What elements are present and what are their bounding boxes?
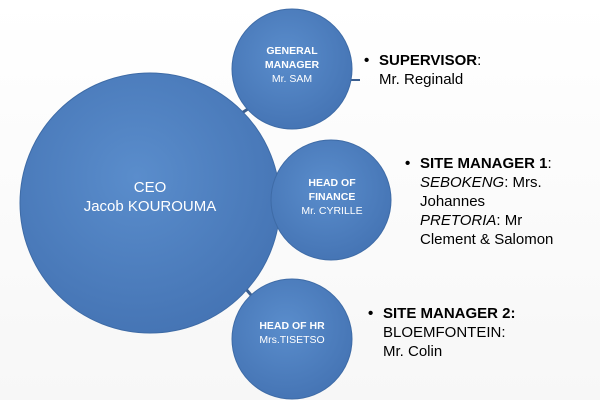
supervisor-name: Mr. Reginald bbox=[379, 71, 464, 88]
supervisor-heading: SUPERVISOR bbox=[379, 52, 478, 69]
finance-title-line2: FINANCE bbox=[308, 191, 356, 203]
location-bloemfontein: BLOEMFONTEIN: bbox=[383, 324, 506, 341]
location-pretoria-names: Clement & Salomon bbox=[420, 231, 554, 248]
site-manager-1-colon: : bbox=[547, 155, 552, 172]
ceo-title: CEO bbox=[133, 179, 167, 196]
site-manager-2-heading: SITE MANAGER 2: bbox=[383, 305, 516, 322]
gm-title-line2: MANAGER bbox=[264, 59, 320, 71]
finance-name: Mr. CYRILLE bbox=[301, 205, 363, 217]
general-manager-label: GENERAL MANAGER Mr. SAM bbox=[232, 44, 352, 86]
location-pretoria: PRETORIA bbox=[420, 212, 497, 229]
head-of-finance-label: HEAD OF FINANCE Mr. CYRILLE bbox=[272, 176, 392, 218]
supervisor-note: • SUPERVISOR: Mr. Reginald bbox=[364, 51, 594, 89]
gm-name: Mr. SAM bbox=[271, 73, 313, 85]
general-manager-node bbox=[231, 8, 353, 130]
location-sebokeng-name: Johannes bbox=[420, 193, 486, 210]
site-manager-2-name: Mr. Colin bbox=[383, 343, 443, 360]
hr-name: Mrs.TISETSO bbox=[259, 334, 325, 346]
supervisor-colon: : bbox=[477, 52, 482, 69]
hr-title: HEAD OF HR bbox=[259, 320, 325, 332]
site-manager-1-note: • SITE MANAGER 1: SEBOKENG: Mrs. Johanne… bbox=[405, 154, 597, 249]
bullet-icon: • bbox=[364, 52, 370, 69]
head-of-hr-node bbox=[231, 278, 353, 400]
ceo-name: Jacob KOUROUMA bbox=[83, 198, 217, 215]
bullet-icon: • bbox=[368, 305, 374, 322]
site-manager-2-note: • SITE MANAGER 2: BLOEMFONTEIN: Mr. Coli… bbox=[368, 304, 593, 361]
ceo-label: CEO Jacob KOUROUMA bbox=[20, 178, 280, 216]
finance-title-line1: HEAD OF bbox=[308, 177, 356, 189]
location-sebokeng: SEBOKENG bbox=[420, 174, 505, 191]
location-sebokeng-rest: : Mrs. bbox=[504, 174, 542, 191]
bullet-icon: • bbox=[405, 155, 411, 172]
location-pretoria-rest: : Mr bbox=[496, 212, 523, 229]
site-manager-1-heading: SITE MANAGER 1 bbox=[420, 155, 548, 172]
gm-title-line1: GENERAL bbox=[266, 45, 318, 57]
head-of-finance-node bbox=[270, 139, 392, 261]
head-of-hr-label: HEAD OF HR Mrs.TISETSO bbox=[232, 319, 352, 347]
